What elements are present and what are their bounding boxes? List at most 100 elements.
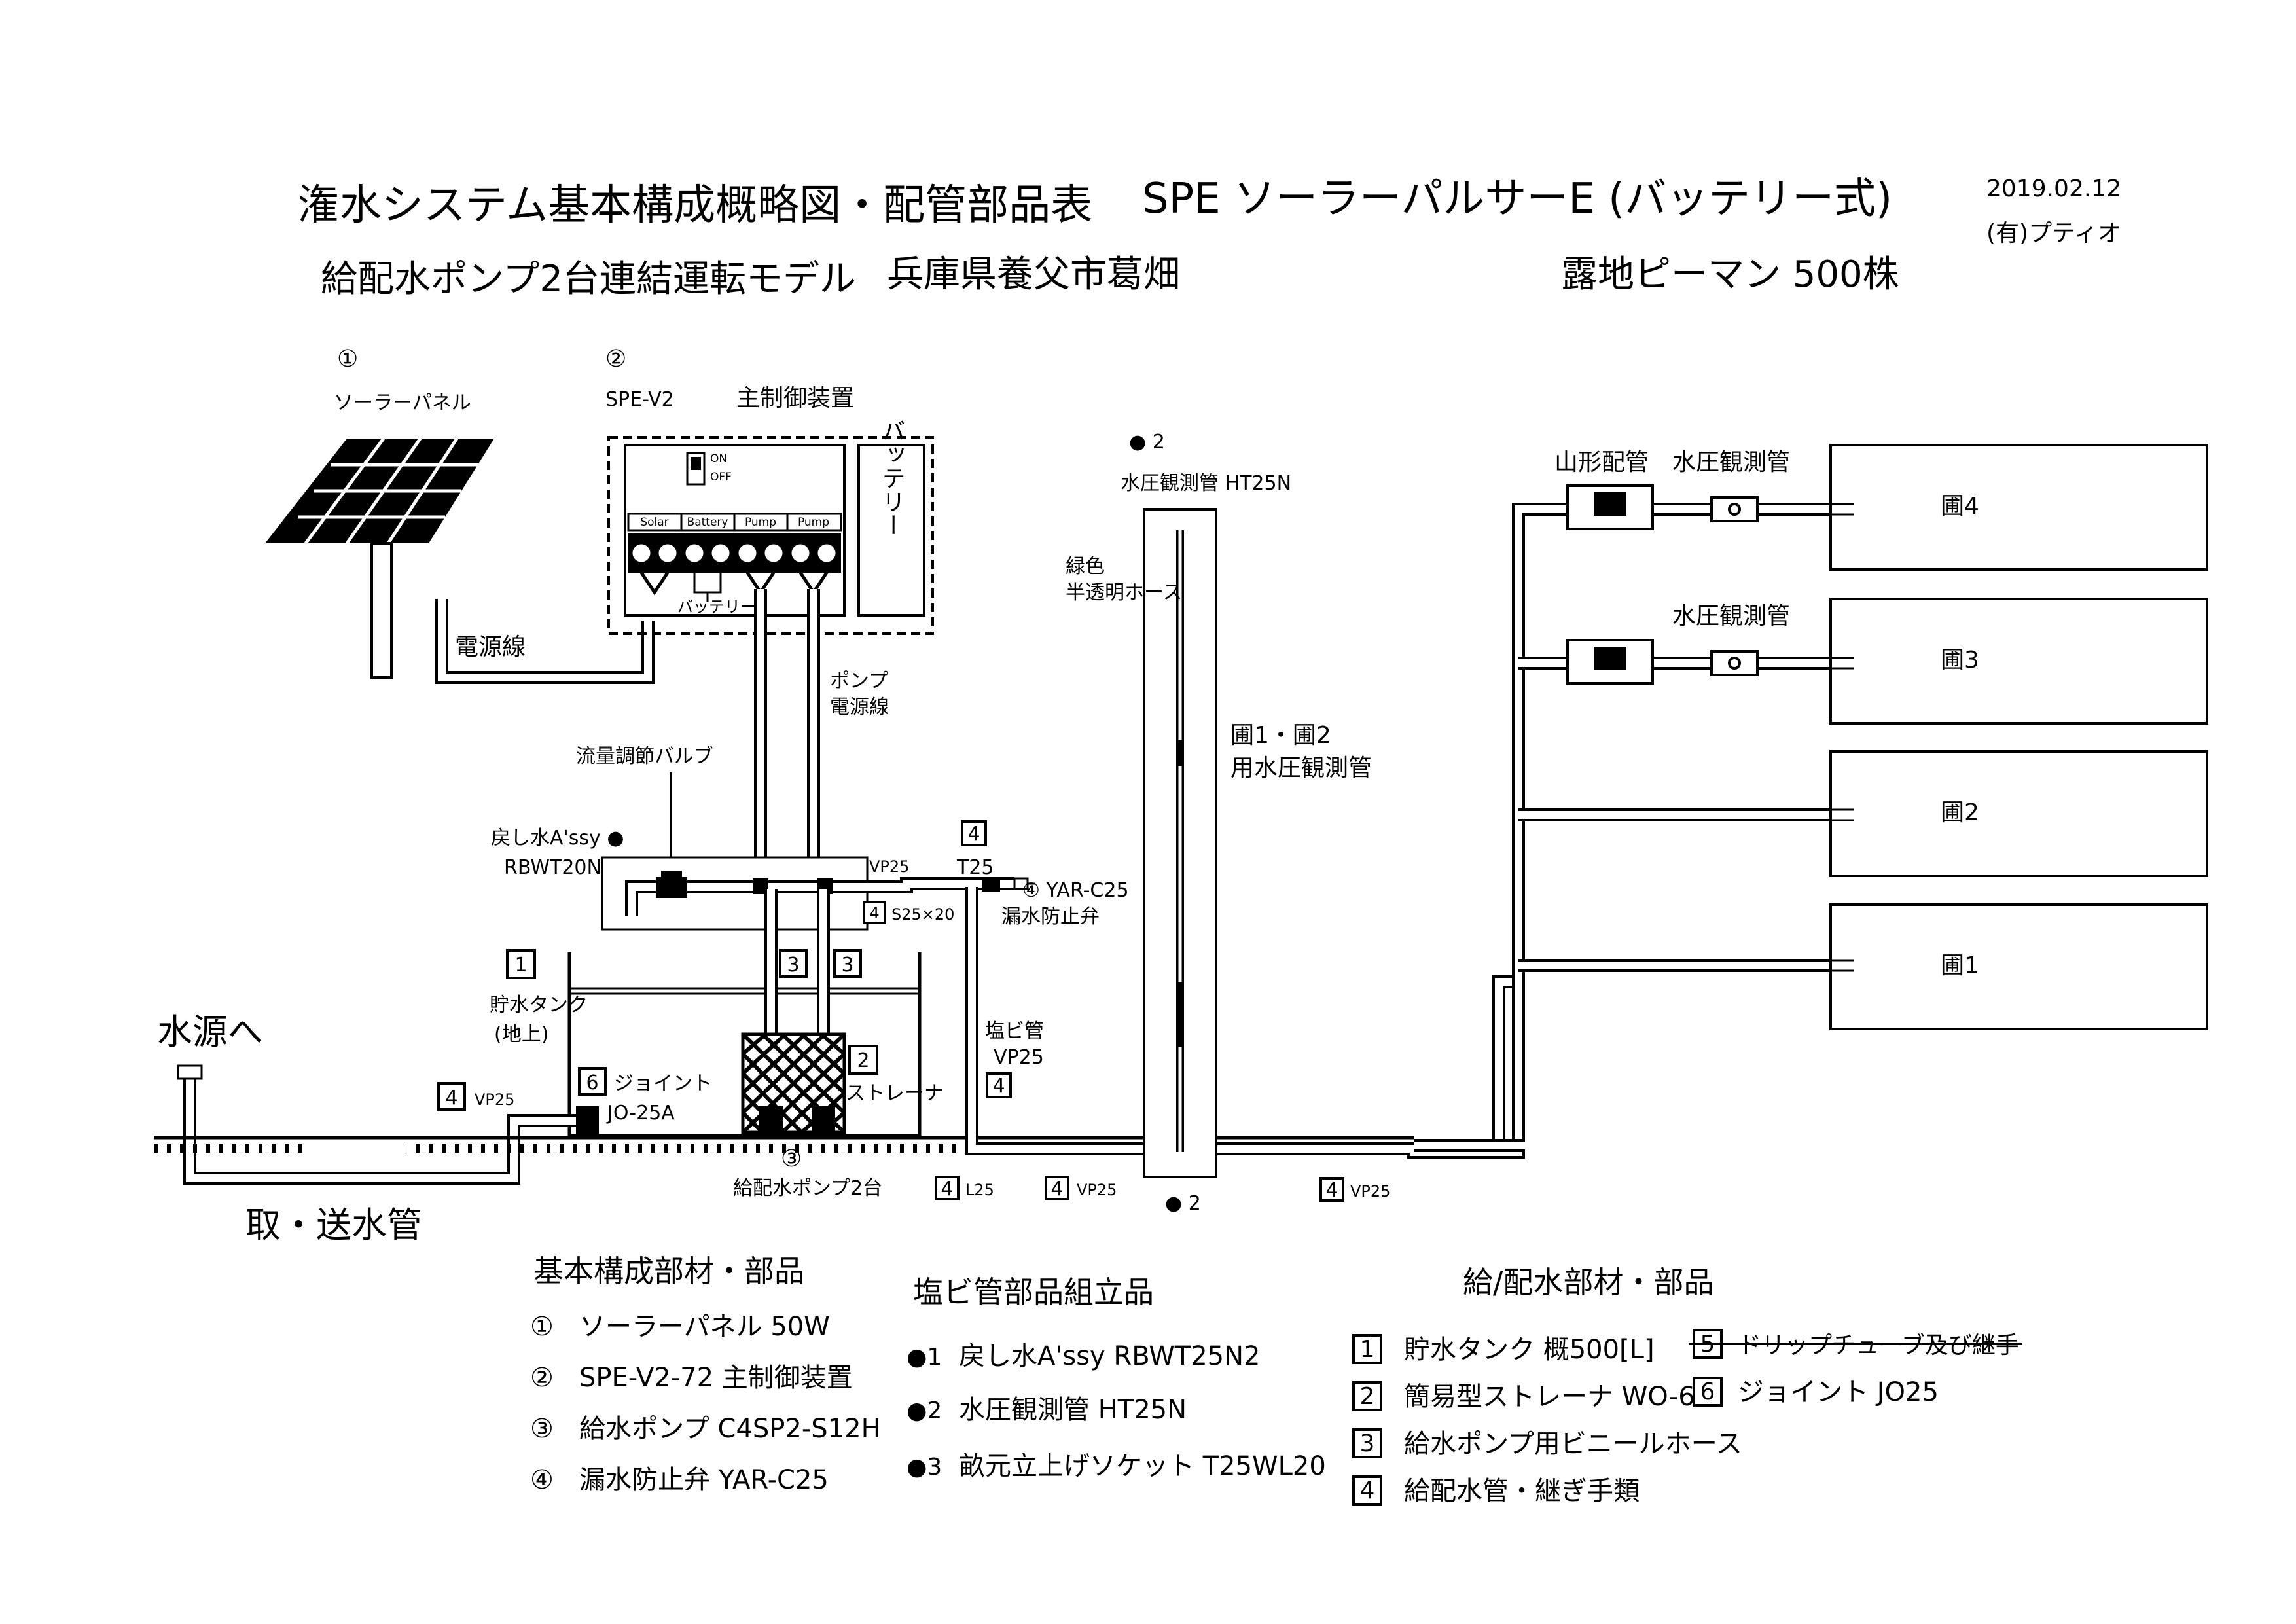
list-pvc-items: ●1 戻し水A'ssy RBWT25N2 ●2 水圧観測管 HT25N ●3 畝… [906, 1341, 1326, 1481]
list-supply-item-6: ジョイント JO25 [1738, 1377, 1939, 1407]
yamagata-fitting-3 [1566, 639, 1654, 685]
svg-text:2: 2 [857, 1049, 869, 1072]
field-1-label: 圃1 [1941, 952, 1979, 979]
leak-valve-icon [1013, 877, 1035, 890]
spe-v2-label: SPE-V2 [605, 388, 674, 411]
gauge-dot-top: ● 2 [1129, 431, 1165, 454]
gauge-dot-bottom: ● 2 [1165, 1192, 1201, 1215]
t25-label: T25 [956, 856, 994, 879]
list-pvc-item-2: 水圧観測管 HT25N [959, 1395, 1187, 1425]
list-supply-item-3: 給水ポンプ用ビニールホース [1404, 1429, 1742, 1459]
t25-joint [982, 877, 1000, 892]
water-source-label: 水源へ [157, 1011, 263, 1053]
l25-label: L25 [965, 1181, 994, 1199]
list-basic-num-2: ② [530, 1363, 554, 1393]
pump-2-icon [812, 1106, 835, 1136]
enbi-pipe-label: 塩ビ管 [985, 1020, 1044, 1043]
list-supply-num-6: 6 [1700, 1379, 1715, 1405]
pump-1-icon [759, 1106, 783, 1136]
pump-power-line-label-2: 電源線 [830, 696, 889, 719]
field-4 [1829, 444, 2208, 571]
svg-text:3: 3 [787, 954, 799, 977]
svg-text:4: 4 [1050, 1178, 1063, 1200]
vp25-b2-label: VP25 [1350, 1182, 1390, 1200]
tank-label-2: (地上) [494, 1023, 548, 1046]
controller-outline [607, 436, 934, 635]
list-basic-num-1: ① [530, 1312, 554, 1342]
tag-4-vp25-b2 [1319, 1177, 1344, 1202]
yamagata-label: 山形配管 [1554, 449, 1649, 476]
terminal-block [627, 513, 842, 573]
list-supply-num-3: 3 [1360, 1430, 1375, 1457]
tag-2-strainer [848, 1045, 878, 1075]
list-supply-item-1: 貯水タンク 概500[L] [1404, 1335, 1655, 1365]
list-supply-num-1: 1 [1360, 1336, 1375, 1363]
solar-panel-label: ソーラーパネル [334, 391, 471, 414]
crop: 露地ピーマン 500株 [1561, 253, 1899, 296]
tag-4-s25 [863, 901, 886, 924]
svg-text:4: 4 [869, 904, 879, 922]
label-num-2: ② [605, 346, 626, 372]
list-pvc-num-2: ●2 [906, 1398, 942, 1424]
pump-label: 給配水ポンプ2台 [733, 1177, 882, 1200]
yar-c25-label: ④ YAR-C25 [1022, 879, 1129, 902]
field-3 [1829, 598, 2208, 725]
svg-text:4: 4 [1325, 1179, 1338, 1202]
list-basic-items: ① ソーラーパネル 50W ② SPE-V2-72 主制御装置 ③ 給水ポンプ … [530, 1312, 881, 1495]
strainer-label: ストレーナ [846, 1082, 944, 1105]
gauge-r2-label: 水圧観測管 [1672, 603, 1790, 630]
green-hose-label-2: 半透明ホース [1066, 581, 1183, 604]
svg-text:6: 6 [586, 1072, 598, 1094]
vp25-b1-label: VP25 [1077, 1181, 1117, 1199]
battery-box [857, 444, 925, 617]
rbwt-label: RBWT20N2 [504, 856, 614, 879]
location: 兵庫県養父市葛畑 [887, 253, 1180, 296]
diagram-title: 潅水システム基本構成概略図・配管部品表 [298, 181, 1092, 230]
return-assy-label: 戻し水A'ssy ● [491, 827, 624, 850]
tag-3-hose-b [833, 949, 862, 978]
solar-panel-icon [265, 437, 494, 679]
field12-gauge-label-2: 用水圧観測管 [1230, 755, 1372, 782]
gauge-fitting-4 [1710, 496, 1759, 522]
flow-valve-icon[interactable] [656, 871, 687, 898]
list-pvc-item-3: 畝元立上げソケット T25WL20 [959, 1451, 1326, 1481]
company: (有)プティオ [1986, 220, 2121, 247]
gauge-r1-label: 水圧観測管 [1672, 449, 1790, 476]
joint-icon [576, 1106, 599, 1136]
list-pvc-num-1: ●1 [906, 1344, 942, 1371]
gauge-fitting-3 [1710, 650, 1759, 676]
list-basic-item-1: ソーラーパネル 50W [579, 1312, 830, 1342]
svg-text:4: 4 [992, 1075, 1005, 1098]
terminal-solar-label: Solar [640, 516, 668, 529]
list-basic-num-4: ④ [530, 1465, 554, 1495]
tag-1-tank [506, 949, 536, 979]
list-pvc-item-1: 戻し水A'ssy RBWT25N2 [959, 1341, 1261, 1371]
field12-gauge-label-1: 圃1・圃2 [1230, 722, 1331, 749]
terminal-pump1-label: Pump [745, 516, 776, 529]
enbi-vp25-label: VP25 [994, 1046, 1044, 1069]
list-basic-title: 基本構成部材・部品 [533, 1254, 804, 1289]
ground-gap [308, 1142, 406, 1155]
switch-off-label: OFF [710, 471, 732, 484]
terminal-pump2-label: Pump [798, 516, 829, 529]
list-basic-item-4: 漏水防止弁 YAR-C25 [579, 1465, 829, 1495]
svg-text:1: 1 [514, 954, 527, 977]
list-pvc-title: 塩ビ管部品組立品 [913, 1274, 1154, 1310]
list-supply-item-5: ドリップチューブ及び継手 [1738, 1332, 2019, 1359]
power-line-label: 電源線 [455, 634, 526, 660]
svg-text:4: 4 [445, 1087, 457, 1110]
list-supply-item-4: 給配水管・継ぎ手類 [1404, 1476, 1640, 1506]
svg-text:4: 4 [967, 823, 980, 846]
tank-label-1: 貯水タンク [490, 994, 588, 1017]
s25-label: S25×20 [891, 905, 954, 924]
list-basic-num-3: ③ [530, 1414, 554, 1444]
power-switch[interactable] [686, 452, 706, 486]
flow-valve-label: 流量調節バルブ [576, 745, 713, 768]
svg-text:3: 3 [841, 954, 853, 977]
field-2-label: 圃2 [1941, 799, 1979, 826]
yamagata-fitting-4 [1566, 484, 1654, 530]
leak-valve-label: 漏水防止弁 [1001, 905, 1100, 928]
list-supply-num-4: 4 [1360, 1477, 1375, 1504]
terminal-battery-label: Battery [687, 516, 728, 529]
